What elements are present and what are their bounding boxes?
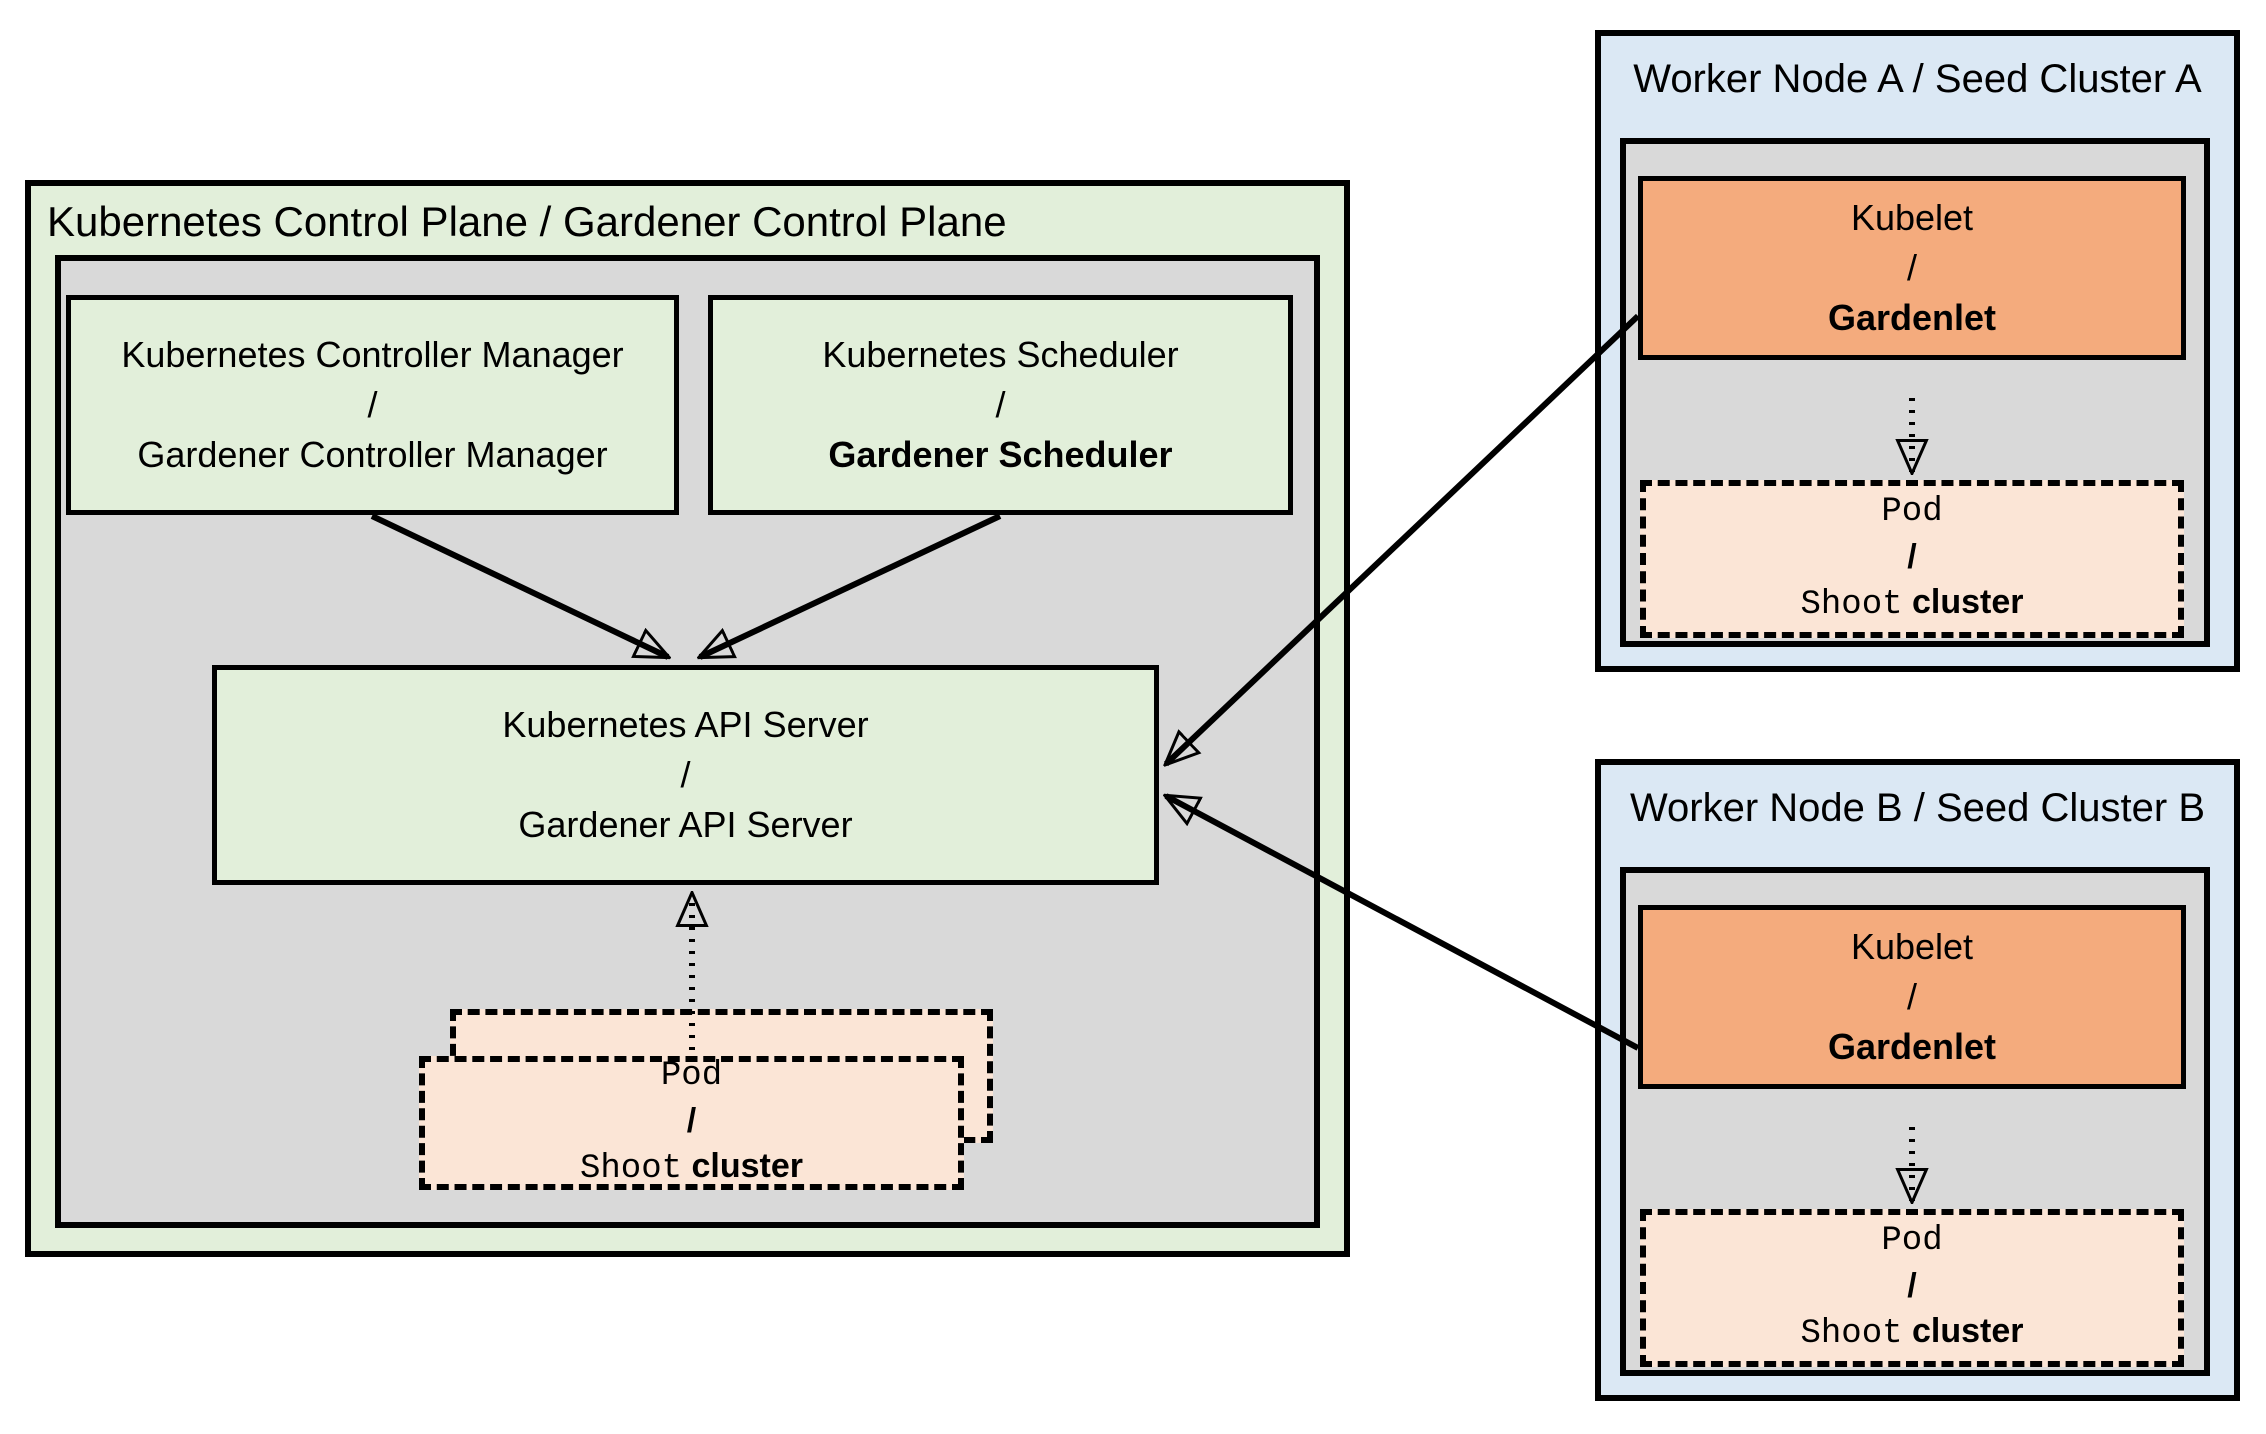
scheduler-label: Kubernetes Scheduler / Gardener Schedule… [713, 330, 1288, 480]
worker-a-kubelet-box: Kubelet / Gardenlet [1638, 176, 2186, 360]
worker-b-pod-label: Pod / Shoot cluster [1646, 1219, 2178, 1357]
scheduler-bottom: Gardener Scheduler [828, 434, 1173, 475]
worker-b-kubelet-label: Kubelet / Gardenlet [1643, 922, 2181, 1072]
worker-a-kubelet-label: Kubelet / Gardenlet [1643, 193, 2181, 343]
worker-b-pod-separator: / [1907, 1267, 1917, 1305]
pod-shoot-stack-top: Pod [660, 1057, 723, 1095]
scheduler-separator: / [995, 384, 1006, 425]
worker-b-pod-bottom: Shoot cluster [1646, 1309, 2178, 1357]
worker-b-pod-top: Pod [1881, 1222, 1943, 1260]
control-plane-inner-panel: Kubernetes Controller Manager / Gardener… [55, 255, 1320, 1228]
scheduler-top: Kubernetes Scheduler [822, 334, 1179, 375]
worker-node-a-title: Worker Node A / Seed Cluster A [1633, 57, 2202, 101]
controller-manager-box: Kubernetes Controller Manager / Gardener… [66, 295, 679, 515]
controller-manager-separator: / [367, 384, 378, 425]
worker-a-kubelet-separator: / [1906, 247, 1917, 288]
worker-a-pod-bottom-cluster: cluster [1911, 583, 2024, 621]
worker-node-a-inner-panel: Kubelet / Gardenlet Pod / Shoot cluster [1620, 138, 2210, 647]
worker-a-pod-bottom: Shoot cluster [1646, 580, 2178, 628]
controller-manager-label: Kubernetes Controller Manager / Gardener… [71, 330, 674, 480]
worker-a-pod-box: Pod / Shoot cluster [1640, 480, 2184, 638]
scheduler-box: Kubernetes Scheduler / Gardener Schedule… [708, 295, 1293, 515]
pod-shoot-stack-separator: / [686, 1102, 697, 1140]
pod-shoot-stack-bottom-shoot: Shoot [580, 1150, 683, 1188]
pod-shoot-stack-bottom: Shoot cluster [425, 1144, 958, 1192]
pod-shoot-stack-bottom-cluster: cluster [691, 1147, 803, 1185]
worker-node-b-inner-panel: Kubelet / Gardenlet Pod / Shoot cluster [1620, 867, 2210, 1376]
worker-b-kubelet-separator: / [1906, 976, 1917, 1017]
worker-a-kubelet-top: Kubelet [1850, 197, 1974, 238]
worker-a-pod-top: Pod [1881, 493, 1943, 531]
controller-manager-bottom: Gardener Controller Manager [137, 434, 608, 475]
controller-manager-top: Kubernetes Controller Manager [121, 334, 624, 375]
api-server-box: Kubernetes API Server / Gardener API Ser… [212, 665, 1159, 885]
worker-a-kubelet-bottom: Gardenlet [1827, 297, 1997, 338]
worker-b-pod-bottom-shoot: Shoot [1800, 1315, 1903, 1353]
worker-b-kubelet-top: Kubelet [1850, 926, 1974, 967]
worker-a-pod-separator: / [1907, 538, 1917, 576]
worker-a-pod-bottom-shoot: Shoot [1800, 586, 1903, 624]
pod-shoot-stack-label: Pod / Shoot cluster [425, 1054, 958, 1192]
api-server-label: Kubernetes API Server / Gardener API Ser… [217, 700, 1154, 850]
api-server-bottom: Gardener API Server [518, 804, 853, 845]
worker-a-pod-label: Pod / Shoot cluster [1646, 490, 2178, 628]
worker-b-pod-bottom-cluster: cluster [1911, 1312, 2024, 1350]
worker-b-kubelet-box: Kubelet / Gardenlet [1638, 905, 2186, 1089]
api-server-top: Kubernetes API Server [502, 704, 869, 745]
worker-b-pod-box: Pod / Shoot cluster [1640, 1209, 2184, 1367]
worker-node-b-title: Worker Node B / Seed Cluster B [1629, 786, 2206, 830]
control-plane-title: Kubernetes Control Plane / Gardener Cont… [47, 198, 1007, 245]
api-server-separator: / [680, 754, 691, 795]
worker-b-kubelet-bottom: Gardenlet [1827, 1026, 1997, 1067]
pod-shoot-stack-front-box: Pod / Shoot cluster [419, 1056, 964, 1190]
worker-node-a-box: Worker Node A / Seed Cluster A Kubelet /… [1595, 30, 2240, 672]
worker-node-b-box: Worker Node B / Seed Cluster B Kubelet /… [1595, 759, 2240, 1401]
control-plane-box: Kubernetes Control Plane / Gardener Cont… [25, 180, 1350, 1257]
